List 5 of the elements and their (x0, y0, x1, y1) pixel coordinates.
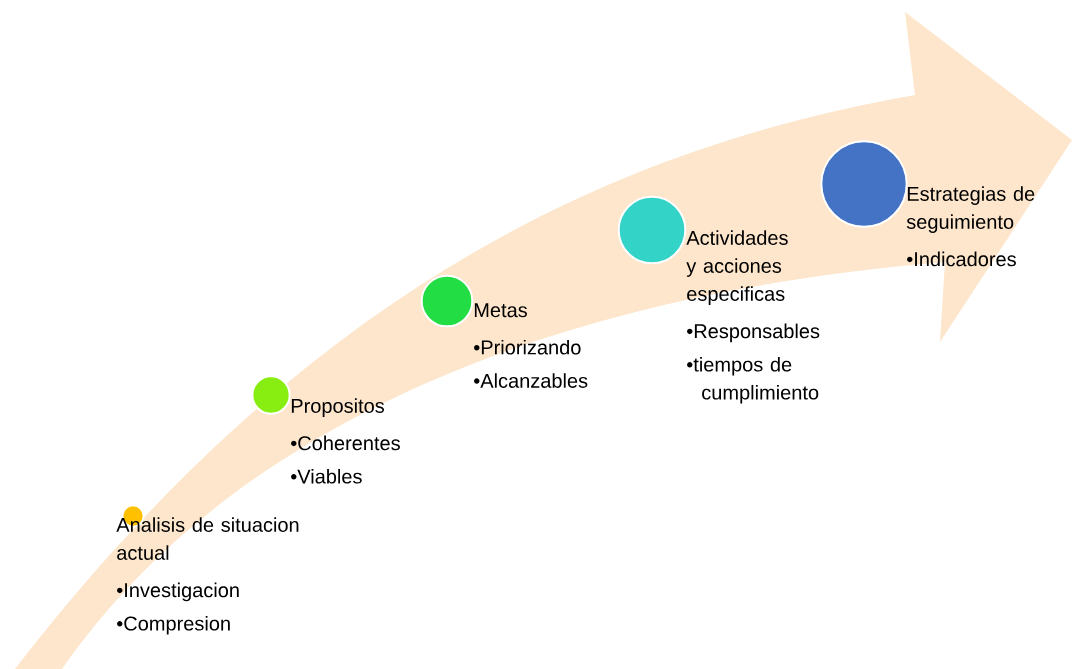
step-text: Metas •Priorizando •Alcanzables (474, 303, 588, 388)
step-text: Propositos •Coherentes •Viables (291, 398, 400, 484)
step-text: Actividades y acciones especificas •Responsables •tiempos de cumplimiento (686, 230, 820, 404)
step-text: Analisis de situacion actual •Investigacion •Compresion (116, 517, 299, 635)
step-text: Estrategias de seguimiento •Indicadores (906, 186, 1035, 267)
